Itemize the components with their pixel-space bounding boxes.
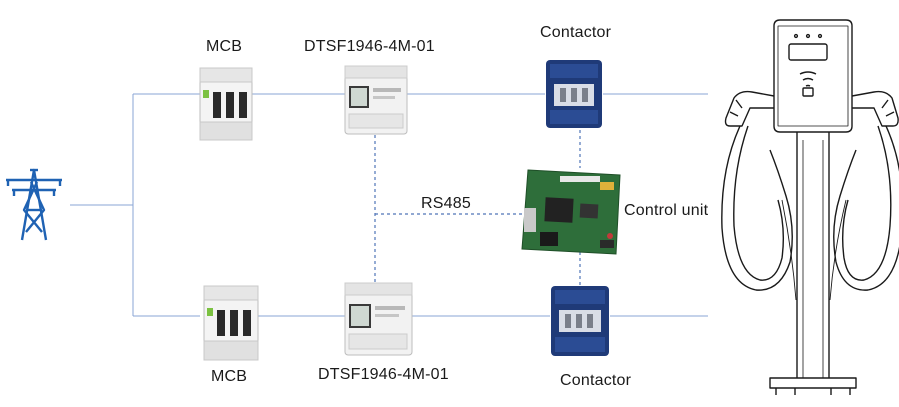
meter-bottom-image [344, 282, 413, 356]
rs485-wiring [374, 130, 581, 285]
power-wiring [70, 93, 708, 317]
mcb-top-label: MCB [206, 38, 243, 55]
rs485-label: RS485 [421, 195, 471, 212]
contactor-bottom-image [551, 286, 609, 356]
meter-top-label: DTSF1946-4M-01 [304, 38, 435, 55]
power-tower-icon [6, 168, 62, 241]
control-unit-board-image [521, 169, 621, 255]
mcb-bottom-label: MCB [211, 368, 248, 385]
contactor-top-image [546, 60, 602, 128]
mcb-bottom-image [203, 285, 259, 361]
contactor-top-label: Contactor [540, 24, 612, 41]
meter-bottom-label: DTSF1946-4M-01 [318, 366, 449, 383]
contactor-bottom-label: Contactor [560, 372, 632, 389]
ev-charger-image [721, 19, 899, 395]
control-unit-label: Control unit [624, 202, 709, 219]
meter-top-image [344, 65, 408, 135]
mcb-top-image [199, 67, 253, 141]
